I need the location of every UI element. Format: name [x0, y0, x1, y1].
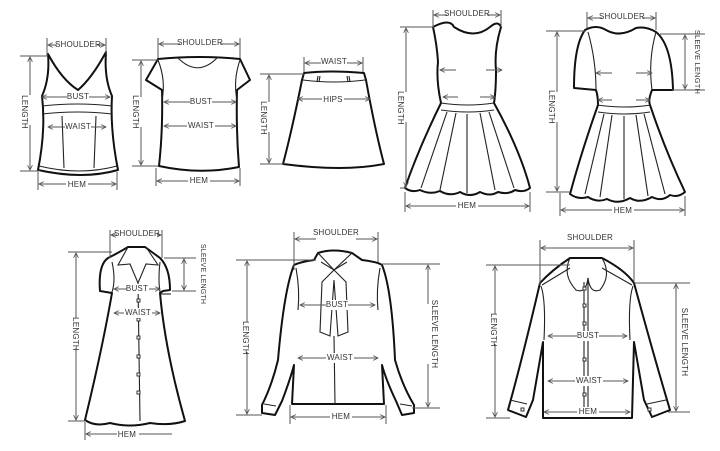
garment-bow-blouse: SHOULDER BUST WAIST HEM SLEEVE LENGTH LE… [236, 228, 440, 424]
label-shoulder: SHOULDER [567, 233, 613, 242]
label-shoulder: SHOULDER [114, 229, 160, 238]
label-hem: HEM [332, 412, 351, 421]
label-hips: HIPS [323, 95, 342, 104]
label-bust: BUST [126, 284, 148, 293]
garment-tank-top: SHOULDER BUST WAIST HEM LENGTH [20, 38, 119, 190]
label-length: LENGTH [20, 95, 29, 129]
label-hem: HEM [68, 180, 87, 189]
label-waist: WAIST [327, 353, 353, 362]
label-sleeve-length: SLEEVE LENGTH [199, 244, 206, 304]
label-length: LENGTH [547, 90, 556, 124]
label-bust: BUST [67, 92, 89, 101]
label-waist: WAIST [188, 121, 214, 130]
label-length: LENGTH [489, 313, 498, 347]
label-sleeve-length: SLEEVE LENGTH [693, 30, 702, 94]
label-waist: WAIST [65, 122, 91, 131]
label-shoulder: SHOULDER [177, 38, 223, 47]
label-hem: HEM [579, 407, 598, 416]
garment-short-sleeve-dress: SHOULDER SLEEVE LENGTH HEM LENGTH [545, 12, 705, 216]
label-length: LENGTH [259, 101, 268, 135]
label-bust: BUST [326, 300, 348, 309]
label-sleeve-length: SLEEVE LENGTH [430, 300, 439, 368]
garment-collar-shirt: SHOULDER BUST WAIST HEM SLEEVE LENGTH LE… [486, 232, 690, 419]
label-shoulder: SHOULDER [444, 9, 490, 18]
label-bust: BUST [190, 97, 212, 106]
label-bust: BUST [577, 331, 599, 340]
shirt-dress-outline [84, 246, 186, 427]
label-hem: HEM [614, 206, 633, 215]
garment-sleeveless-dress: SHOULDER HEM LENGTH [396, 9, 531, 212]
garment-shirt-dress: SHOULDER BUST WAIST SLEEVE LENGTH HEM LE… [68, 229, 208, 440]
tshirt-outline [145, 56, 251, 172]
skirt-outline [282, 70, 385, 169]
label-length: LENGTH [131, 95, 140, 129]
label-hem: HEM [190, 176, 209, 185]
sleeveless-dress-outline [404, 21, 531, 196]
label-hem: HEM [458, 201, 477, 210]
label-length: LENGTH [71, 317, 80, 351]
label-waist: WAIST [321, 57, 347, 66]
label-hem: HEM [118, 430, 137, 439]
label-waist: WAIST [125, 308, 151, 317]
label-shoulder: SHOULDER [599, 12, 645, 21]
label-length: LENGTH [241, 321, 250, 355]
label-sleeve-length: SLEEVE LENGTH [680, 308, 689, 376]
garment-skirt: WAIST HIPS LENGTH [259, 57, 385, 169]
label-length: LENGTH [396, 91, 405, 125]
label-shoulder: SHOULDER [313, 228, 359, 237]
garment-tshirt: SHOULDER BUST WAIST HEM LENGTH [131, 38, 251, 186]
label-waist: WAIST [576, 376, 602, 385]
label-shoulder: SHOULDER [55, 40, 101, 49]
